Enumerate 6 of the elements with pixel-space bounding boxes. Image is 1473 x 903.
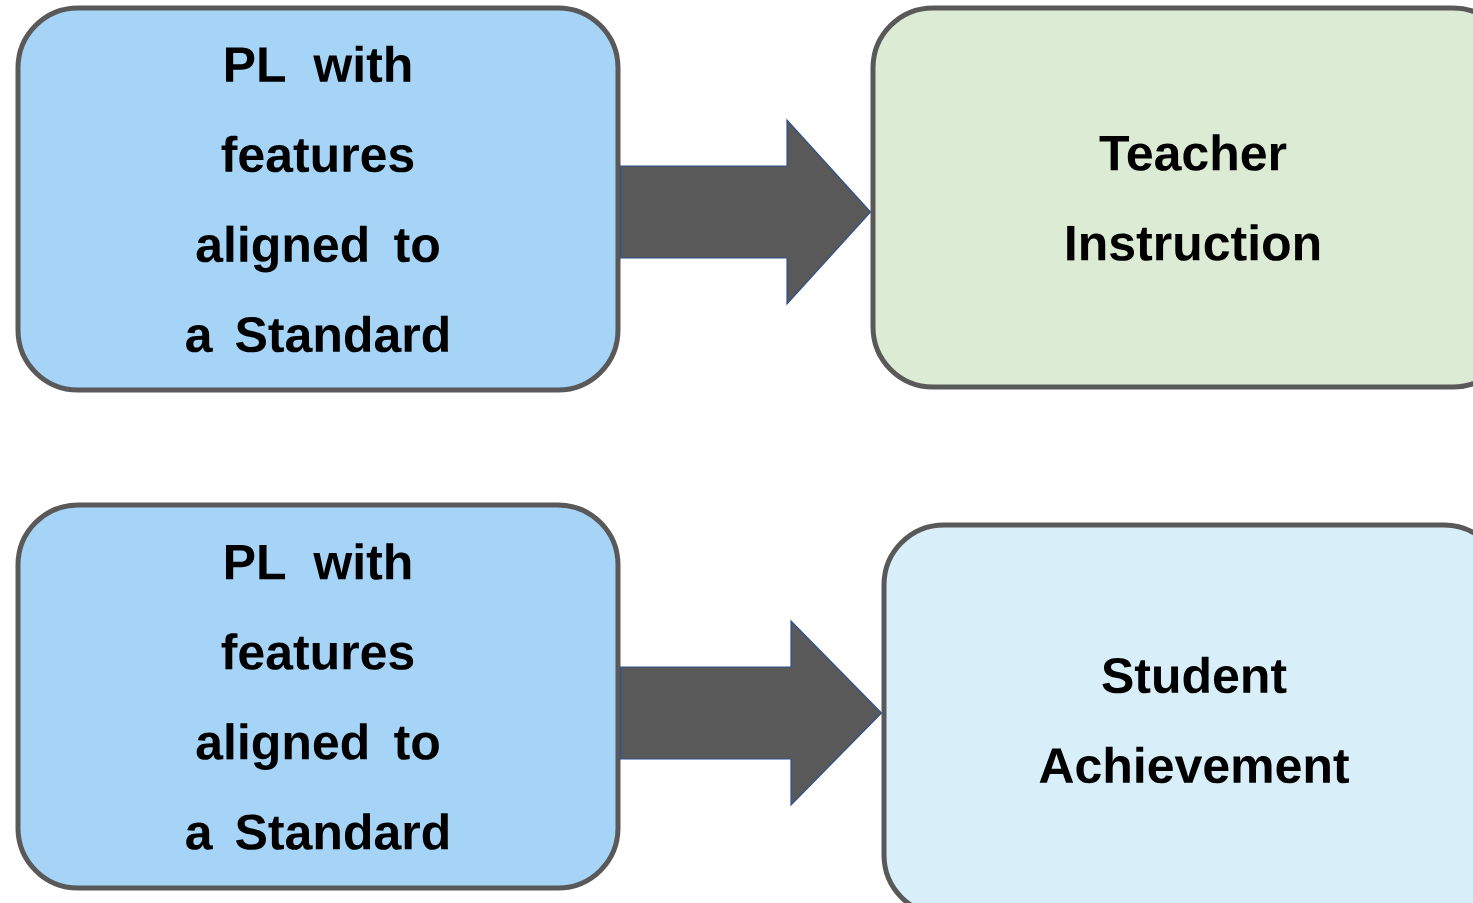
process-box: Student Achievement <box>881 522 1473 903</box>
block-arrow <box>619 619 883 807</box>
process-box: PL with features aligned to a Standard <box>15 502 621 891</box>
block-arrow <box>619 118 872 306</box>
process-box: PL with features aligned to a Standard <box>15 5 621 393</box>
process-box: Teacher Instruction <box>870 5 1473 390</box>
